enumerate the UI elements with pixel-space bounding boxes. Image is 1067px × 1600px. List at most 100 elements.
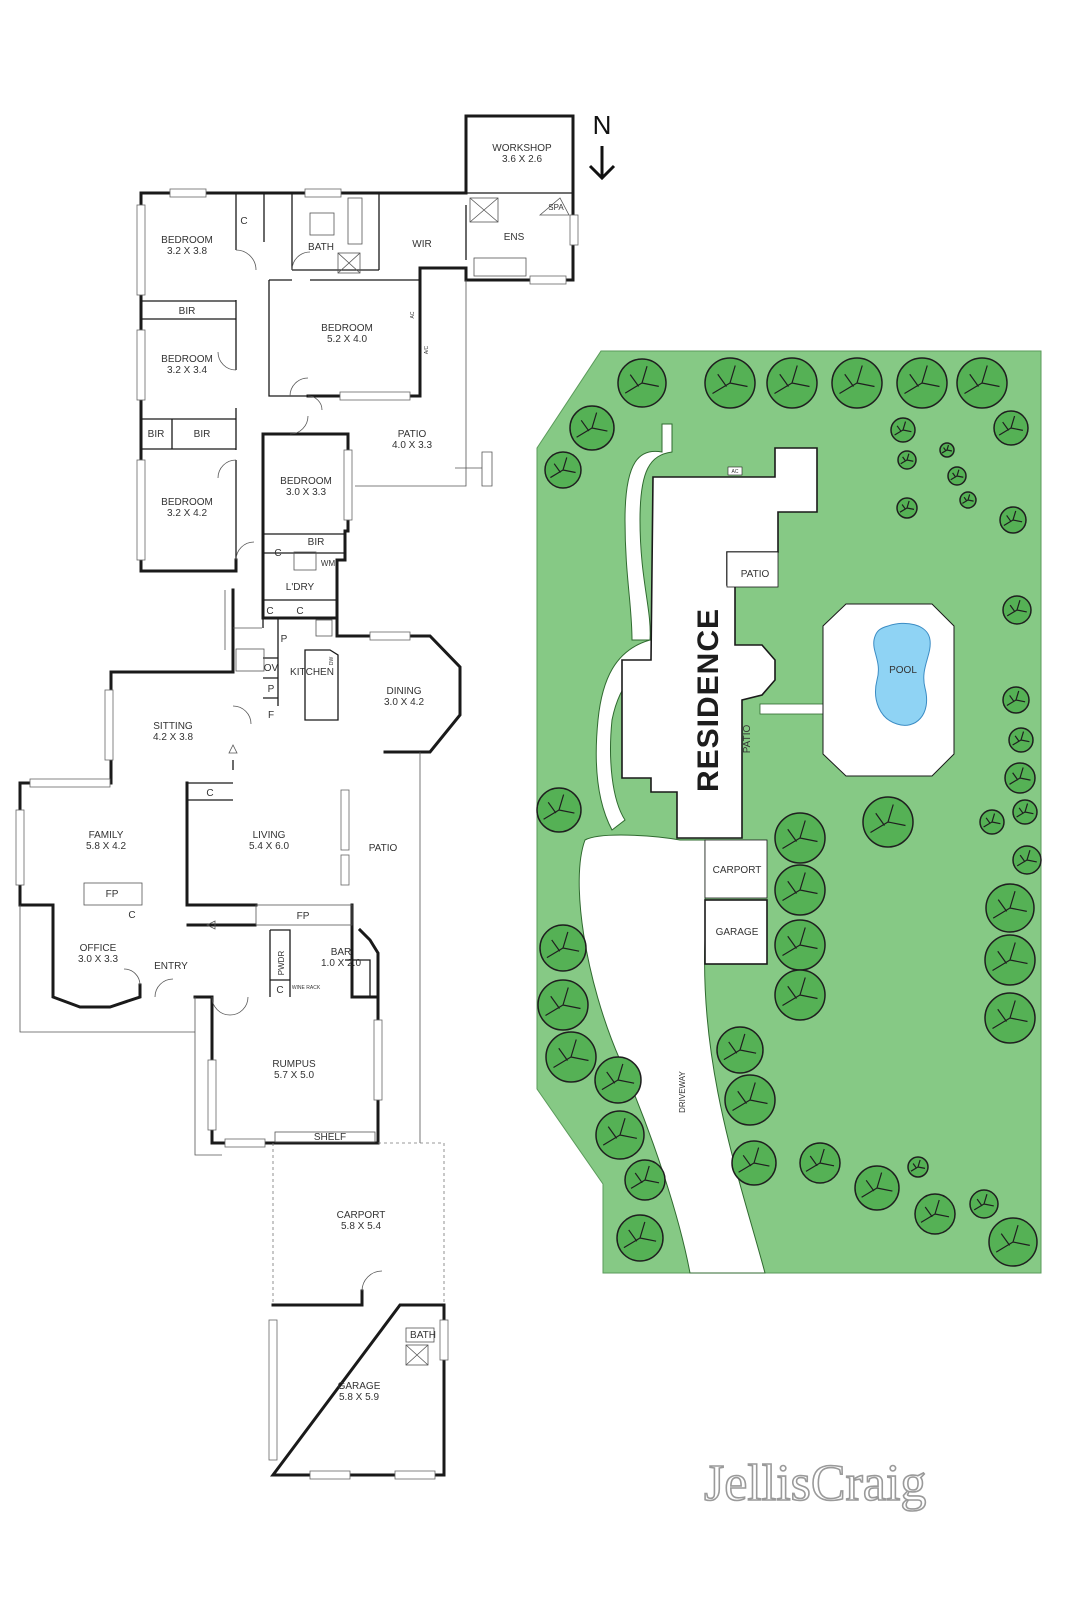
tree-19 xyxy=(1008,727,1034,753)
tree-20 xyxy=(1004,762,1036,794)
site-patio-side-label: PATIO xyxy=(742,725,753,754)
bar-label: BAR xyxy=(331,947,352,958)
rumpus-label: RUMPUS xyxy=(272,1059,316,1070)
tree-18 xyxy=(1002,686,1030,714)
c-k1-label: C xyxy=(266,606,273,617)
residence-footprint xyxy=(621,447,818,839)
sitting-dims: 4.2 X 3.8 xyxy=(153,732,193,743)
site-trees xyxy=(536,357,1042,1267)
dining-label: DINING xyxy=(387,686,422,697)
doors xyxy=(123,249,383,1292)
floor-plan: N WORKSHOP 3.6 X 2.6 SPA ENS WIR BATH C … xyxy=(15,110,616,1480)
tree-14 xyxy=(999,506,1027,534)
tree-40 xyxy=(854,1165,900,1211)
tree-29 xyxy=(774,919,826,971)
tree-12 xyxy=(939,442,955,458)
bath-upper-label: BATH xyxy=(308,242,334,253)
pool-water xyxy=(873,622,931,726)
tree-32 xyxy=(984,992,1036,1044)
tree-11 xyxy=(897,450,917,470)
spa-tub xyxy=(538,197,570,216)
outer-wall-kitchen xyxy=(261,616,462,754)
tree-2 xyxy=(704,357,756,409)
site-plan: AC POOL RESIDENCE PATIO PATIO CARPORT GA… xyxy=(536,350,1042,1274)
bedroom4-label: BEDROOM xyxy=(280,476,332,487)
c-office-label: C xyxy=(128,910,135,921)
garage-dims: 5.8 X 5.9 xyxy=(339,1392,379,1403)
tree-5 xyxy=(896,357,948,409)
outer-wall-rumpus xyxy=(193,903,380,1145)
family-label: FAMILY xyxy=(89,830,124,841)
tree-25 xyxy=(774,812,826,864)
office-dims: 3.0 X 3.3 xyxy=(78,954,118,965)
tree-38 xyxy=(624,1159,666,1201)
outer-wall-office xyxy=(51,903,142,1009)
tree-41 xyxy=(907,1156,929,1178)
tree-48 xyxy=(724,1074,776,1126)
office-label: OFFICE xyxy=(80,943,117,954)
tree-10 xyxy=(544,451,582,489)
bedroom3-dims: 3.2 X 4.2 xyxy=(167,508,207,519)
site-ac-label: AC xyxy=(732,469,739,475)
tree-28 xyxy=(985,883,1035,933)
workshop-dims: 3.6 X 2.6 xyxy=(502,154,542,165)
p1-label: P xyxy=(281,634,288,645)
dining-dims: 3.0 X 4.2 xyxy=(384,697,424,708)
bir1-label: BIR xyxy=(179,306,196,317)
ens-label: ENS xyxy=(504,232,525,243)
site-ac-unit xyxy=(727,466,743,476)
brand-logo: JellisCraig xyxy=(704,1455,926,1512)
tree-21 xyxy=(1012,799,1038,825)
fp1-label: FP xyxy=(106,889,119,900)
patio-outline xyxy=(19,280,467,1156)
tree-8 xyxy=(993,410,1029,446)
site-garage-box xyxy=(704,899,768,965)
c-bar-label: C xyxy=(276,985,283,996)
bath-garage-label: BATH xyxy=(410,1330,436,1341)
tree-45 xyxy=(616,1214,664,1262)
carport-label: CARPORT xyxy=(337,1210,386,1221)
tree-43 xyxy=(988,1217,1038,1267)
outer-wall-laundry xyxy=(261,529,347,620)
site-carport-label: CARPORT xyxy=(713,865,762,876)
fixtures xyxy=(83,197,527,1366)
tree-24 xyxy=(1012,845,1042,875)
site-patio-top-label: PATIO xyxy=(741,569,770,580)
tree-4 xyxy=(831,357,883,409)
bedroom3-label: BEDROOM xyxy=(161,497,213,508)
tree-34 xyxy=(537,979,589,1031)
workshop-label: WORKSHOP xyxy=(492,143,552,154)
bedroom-main-label: BEDROOM xyxy=(321,323,373,334)
entry-label: ENTRY xyxy=(154,961,188,972)
bedroom2-dims: 3.2 X 3.4 xyxy=(167,365,207,376)
ac2-label: A/C xyxy=(424,345,430,354)
tree-6 xyxy=(956,357,1008,409)
fp2-label: FP xyxy=(297,911,310,922)
tree-30 xyxy=(984,934,1036,986)
tree-39 xyxy=(799,1142,841,1184)
laundry-label: L'DRY xyxy=(286,582,315,593)
tree-44 xyxy=(914,1193,956,1235)
living-dims: 5.4 X 6.0 xyxy=(249,841,289,852)
patio-upper-dims: 4.0 X 3.3 xyxy=(392,440,432,451)
garage-label: GARAGE xyxy=(338,1381,381,1392)
f-label: F xyxy=(268,710,274,721)
site-carport-box xyxy=(704,839,768,899)
carport-dims: 5.8 X 5.4 xyxy=(341,1221,381,1232)
p2-label: P xyxy=(268,684,275,695)
tree-35 xyxy=(545,1031,597,1083)
inner-walls xyxy=(141,192,573,997)
tree-17 xyxy=(1002,595,1032,625)
tree-16 xyxy=(959,491,977,509)
tree-22 xyxy=(862,796,914,848)
bedroom1-dims: 3.2 X 3.8 xyxy=(167,246,207,257)
outer-wall-sitting xyxy=(18,588,235,907)
ac1-label: AC xyxy=(410,311,416,318)
patio-upper-label: PATIO xyxy=(398,429,427,440)
spa-label: SPA xyxy=(548,203,564,212)
site-garage-label: GARAGE xyxy=(716,927,759,938)
dw-label: DW xyxy=(329,657,335,666)
bir2-label: BIR xyxy=(148,429,165,440)
